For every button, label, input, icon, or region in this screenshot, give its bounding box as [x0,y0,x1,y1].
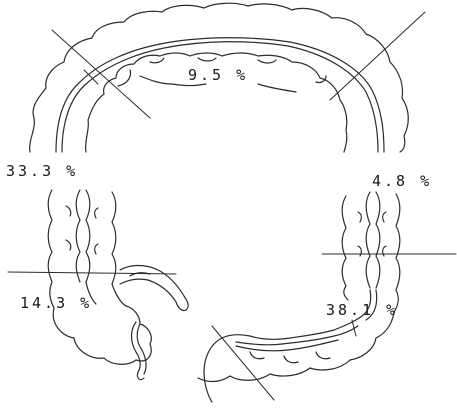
label-sigmoid: 38.1 % [326,301,398,319]
label-cecum: 14.3 % [20,294,92,312]
ascending-colon [48,190,116,308]
splenic-flexure-cut [330,12,425,100]
hepatic-flexure-cut-a [52,30,150,118]
label-descending-upper: 4.8 % [372,172,432,190]
label-ascending-upper: 33.3 % [6,162,78,180]
sigmoid-rectum-cut [212,326,274,400]
cecum [53,266,188,380]
terminal-ileum [120,266,188,311]
label-transverse: 9.5 % [188,66,248,84]
ascending-cecum-cut [8,272,176,274]
